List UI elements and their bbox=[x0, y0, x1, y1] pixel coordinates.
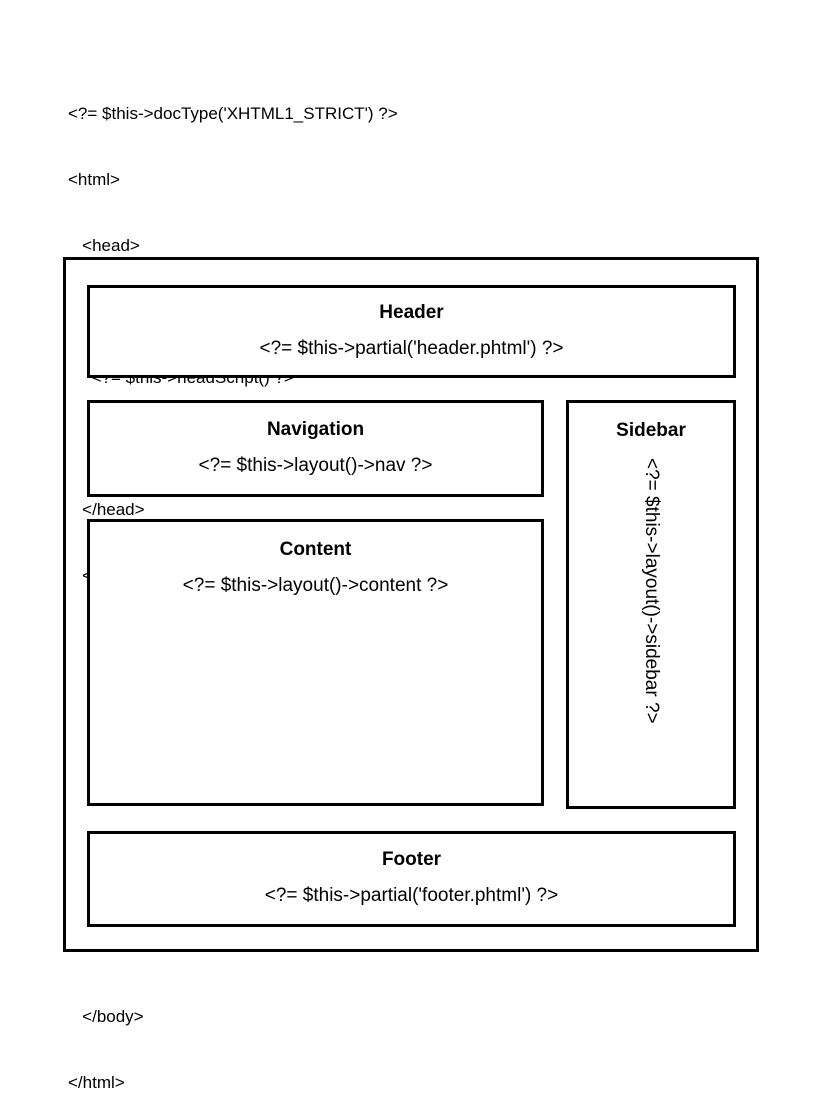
layout-container-box: Header <?= $this->partial('header.phtml'… bbox=[63, 257, 759, 952]
region-header-title: Header bbox=[379, 302, 444, 323]
region-footer: Footer <?= $this->partial('footer.phtml'… bbox=[87, 831, 736, 927]
code-line: </body> bbox=[68, 1007, 144, 1026]
region-header: Header <?= $this->partial('header.phtml'… bbox=[87, 285, 736, 378]
region-navigation-title: Navigation bbox=[266, 419, 365, 440]
code-line: </head> bbox=[68, 500, 145, 519]
region-navigation: Navigation <?= $this->layout()->nav ?> bbox=[87, 400, 544, 497]
region-header-code: <?= $this->partial('header.phtml') ?> bbox=[259, 338, 564, 359]
code-block-bottom: </body> </html> bbox=[68, 962, 144, 1116]
region-footer-code: <?= $this->partial('footer.phtml') ?> bbox=[264, 885, 559, 906]
region-sidebar: Sidebar <?= $this->layout()->sidebar ?> bbox=[566, 400, 736, 809]
region-sidebar-code: <?= $this->layout()->sidebar ?> bbox=[641, 458, 662, 724]
region-content-title: Content bbox=[279, 539, 352, 560]
code-line: </html> bbox=[68, 1073, 125, 1092]
code-line: <?= $this->docType('XHTML1_STRICT') ?> bbox=[68, 104, 398, 123]
region-content: Content <?= $this->layout()->content ?> bbox=[87, 519, 544, 806]
region-content-code: <?= $this->layout()->content ?> bbox=[182, 575, 449, 596]
region-footer-title: Footer bbox=[381, 849, 442, 870]
region-sidebar-title: Sidebar bbox=[616, 420, 686, 441]
region-navigation-code: <?= $this->layout()->nav ?> bbox=[198, 455, 433, 476]
code-line: <head> bbox=[68, 236, 140, 255]
code-line: <html> bbox=[68, 170, 120, 189]
region-sidebar-code-wrapper: <?= $this->layout()->sidebar ?> bbox=[569, 458, 733, 788]
